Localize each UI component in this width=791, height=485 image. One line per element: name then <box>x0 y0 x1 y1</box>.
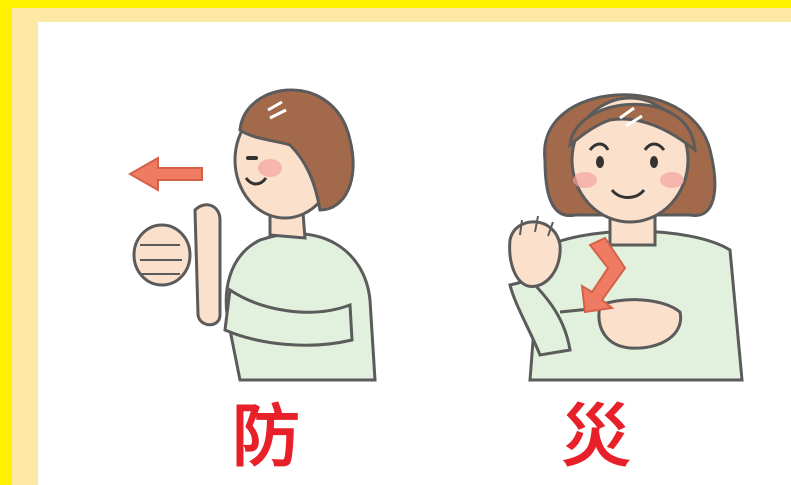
curved-down-arrow-icon <box>580 236 627 314</box>
sign-illustration-bou <box>127 88 377 382</box>
kanji-sai: 災 <box>561 398 630 477</box>
sign-illustration-sai <box>508 93 744 382</box>
woman-side-view <box>132 88 377 382</box>
kanji-bou: 防 <box>231 398 300 477</box>
woman-front-view <box>508 93 744 382</box>
left-arrow-icon <box>127 156 203 192</box>
